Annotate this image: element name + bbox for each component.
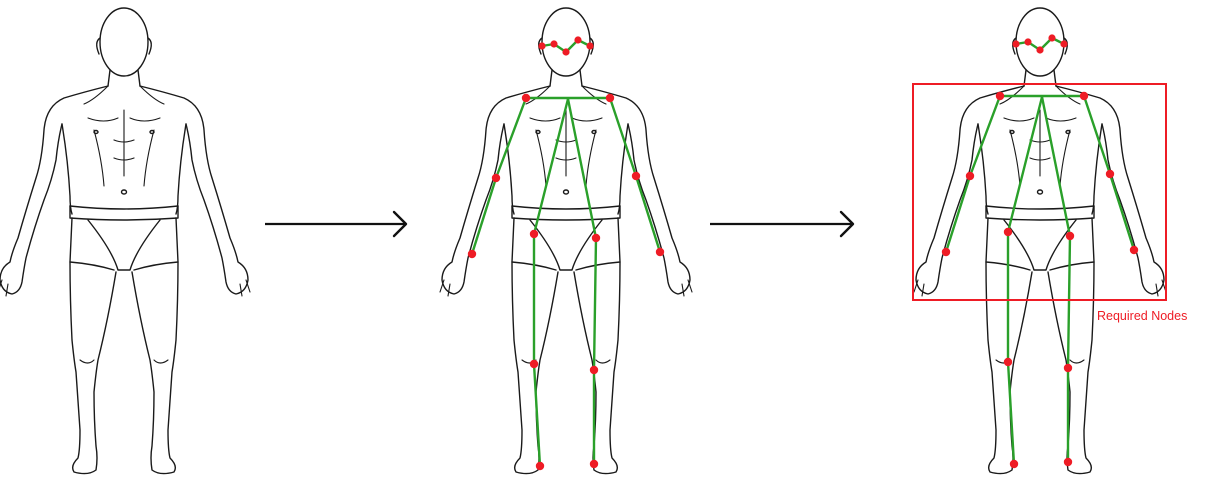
joint-node-rsh [606, 94, 614, 102]
joint-node-lwr [468, 250, 476, 258]
joint-node-rsh [1080, 92, 1088, 100]
joint-node-lel [966, 172, 974, 180]
joint-node-lhp [530, 230, 538, 238]
arrow-1 [265, 212, 406, 236]
skeleton-overlay-2 [468, 36, 664, 470]
joint-node-lan [536, 462, 544, 470]
skeleton-bone-mid-lhp [534, 99, 568, 234]
joint-node-lel [492, 174, 500, 182]
plain-body-figure [0, 8, 250, 474]
joint-node-ran [1064, 458, 1072, 466]
joint-node-lkn [530, 360, 538, 368]
joint-node-lsh [522, 94, 530, 102]
skeleton-bone-rhp-rkn [1068, 236, 1070, 368]
joint-node-lwr [942, 248, 950, 256]
joint-node-f3 [1036, 46, 1043, 53]
joint-node-f5 [586, 42, 593, 49]
joint-node-f3 [562, 48, 569, 55]
joint-node-lhp [1004, 228, 1012, 236]
skeleton-bone-lsh-lel [970, 96, 1000, 176]
skeleton-overlay-3 [942, 34, 1138, 468]
joint-node-rhp [1066, 232, 1074, 240]
required-nodes-body-figure [914, 8, 1166, 474]
joint-node-rwr [1130, 246, 1138, 254]
joint-node-rel [1106, 170, 1114, 178]
arrow-2 [710, 212, 853, 236]
joint-node-ran [590, 460, 598, 468]
joint-node-lan [1010, 460, 1018, 468]
joint-node-rwr [656, 248, 664, 256]
joint-node-rkn [590, 366, 598, 374]
required-nodes-label: Required Nodes [1097, 309, 1187, 323]
joint-node-lkn [1004, 358, 1012, 366]
joint-node-f4 [574, 36, 581, 43]
joint-node-f2 [550, 40, 557, 47]
joint-node-f2 [1024, 38, 1031, 45]
skeleton-bone-mid-rhp [1042, 97, 1070, 236]
joint-node-rhp [592, 234, 600, 242]
joint-node-rel [632, 172, 640, 180]
skeleton-bone-rhp-rkn [594, 238, 596, 370]
joint-node-f4 [1048, 34, 1055, 41]
joint-node-f5 [1060, 40, 1067, 47]
skeleton-body-figure [440, 8, 692, 474]
joint-node-lsh [996, 92, 1004, 100]
joint-node-f1 [1012, 40, 1019, 47]
joint-node-f1 [538, 42, 545, 49]
skeleton-bone-mid-lhp [1008, 97, 1042, 232]
skeleton-bone-mid-rhp [568, 99, 596, 238]
joint-node-rkn [1064, 364, 1072, 372]
skeleton-bone-lel-lwr [472, 178, 496, 254]
